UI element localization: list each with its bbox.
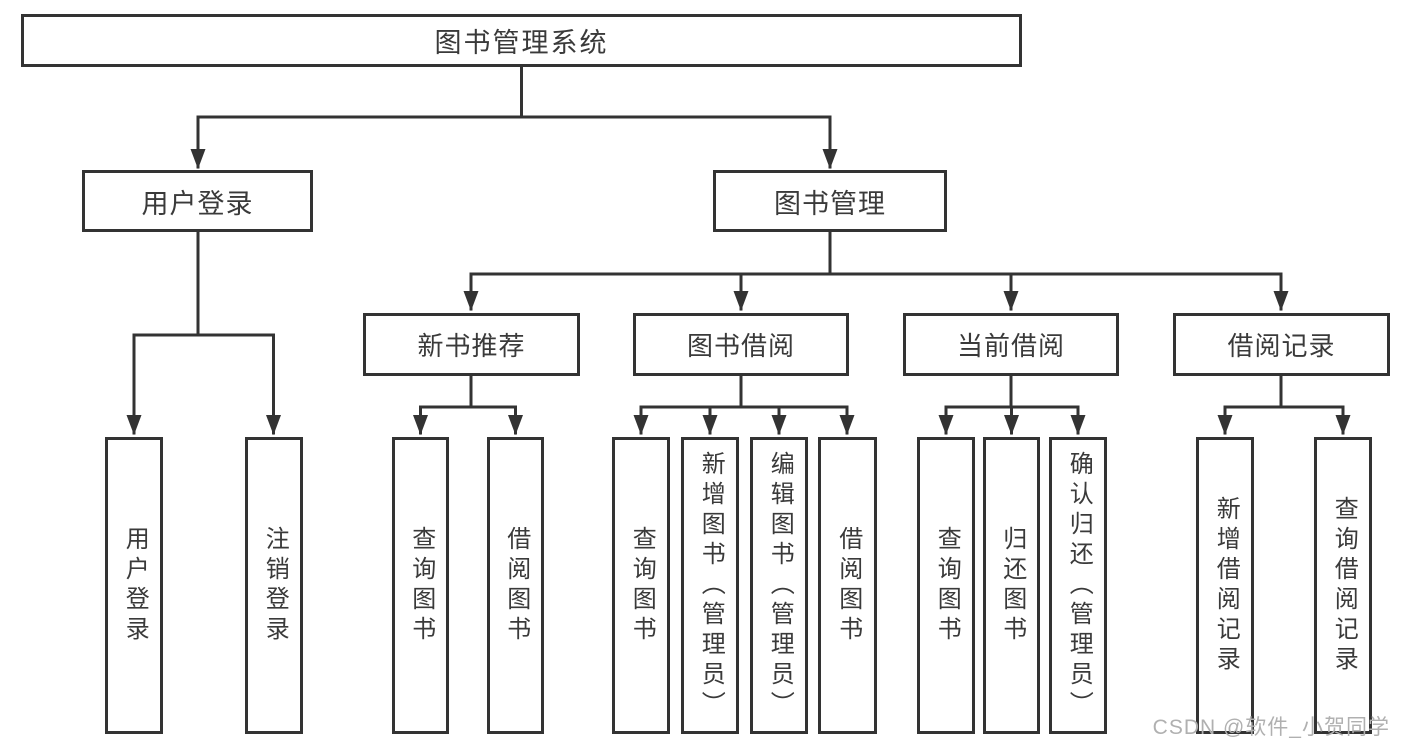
node-root: 图书管理系统	[21, 14, 1022, 67]
leaf-label: 用户登录	[121, 525, 149, 646]
leaf-borrow-books: 借阅图书	[818, 437, 877, 734]
leaf-edit-books-admin: 编辑图书（管理员）	[750, 437, 808, 734]
leaf-query-books-recommend: 查询图书	[392, 437, 449, 734]
node-book-management: 图书管理	[713, 170, 947, 232]
leaf-label: 查询借阅记录	[1330, 495, 1358, 676]
leaf-label: 确认归还（管理员）	[1065, 450, 1093, 721]
leaf-label: 注销登录	[261, 525, 289, 646]
connector-current-borrow	[944, 372, 1080, 409]
leaf-add-books-admin: 新增图书（管理员）	[681, 437, 739, 734]
leaf-label: 新增借阅记录	[1212, 495, 1240, 676]
leaf-user-login: 用户登录	[105, 437, 163, 734]
connector-user-login	[132, 228, 275, 337]
leaf-return-books: 归还图书	[983, 437, 1040, 734]
connector-borrow-records	[1223, 372, 1345, 409]
leaf-label: 查询图书	[628, 525, 656, 646]
connector-new-book	[419, 372, 517, 409]
leaf-label: 借阅图书	[502, 525, 530, 646]
leaf-confirm-return-admin: 确认归还（管理员）	[1049, 437, 1107, 734]
leaf-add-borrow-record: 新增借阅记录	[1196, 437, 1254, 734]
leaf-label: 归还图书	[998, 525, 1026, 646]
node-book-borrowing: 图书借阅	[633, 313, 849, 376]
connector-book-borrow	[639, 372, 849, 409]
leaf-label: 借阅图书	[834, 525, 862, 646]
connector-book-management	[469, 228, 1283, 276]
leaf-query-books-current: 查询图书	[917, 437, 975, 734]
leaf-logout: 注销登录	[245, 437, 303, 734]
leaf-query-borrow-record: 查询借阅记录	[1314, 437, 1372, 734]
leaf-borrow-books-recommend: 借阅图书	[487, 437, 544, 734]
node-new-book-recommend: 新书推荐	[363, 313, 580, 376]
node-user-login: 用户登录	[82, 170, 313, 232]
leaf-query-books-borrow: 查询图书	[612, 437, 670, 734]
leaf-label: 编辑图书（管理员）	[766, 450, 794, 721]
leaf-label: 查询图书	[933, 525, 961, 646]
connector-root	[196, 62, 832, 119]
leaf-label: 新增图书（管理员）	[697, 450, 725, 721]
node-current-borrowing: 当前借阅	[903, 313, 1119, 376]
csdn-watermark: CSDN @软件_小贺同学	[1152, 716, 1390, 739]
leaf-label: 查询图书	[407, 525, 435, 646]
node-borrowing-records: 借阅记录	[1173, 313, 1390, 376]
